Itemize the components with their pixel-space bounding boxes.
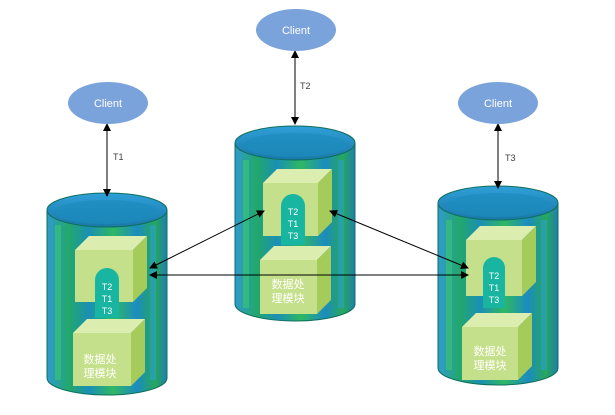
queue-cube-left: T2 T1 T3 bbox=[75, 236, 147, 318]
client-link-label-middle: T2 bbox=[300, 81, 311, 91]
client-label: Client bbox=[94, 98, 122, 110]
queue-item: T2 bbox=[288, 207, 299, 217]
queue-capsule-right bbox=[483, 257, 505, 308]
client-label: Client bbox=[282, 25, 310, 37]
client-label: Client bbox=[484, 98, 512, 110]
module-label-line: 理模块 bbox=[272, 292, 305, 305]
queue-item: T1 bbox=[288, 219, 299, 229]
queue-item: T1 bbox=[489, 283, 500, 293]
client-node-middle[interactable]: Client bbox=[256, 9, 336, 51]
client-link-label-right: T3 bbox=[505, 153, 516, 163]
sync-arrow-middle-right bbox=[329, 209, 469, 270]
queue-item: T1 bbox=[102, 294, 113, 304]
client-link-label-left: T1 bbox=[113, 152, 124, 162]
client-node-left[interactable]: Client bbox=[68, 82, 148, 124]
sync-arrow-left-middle bbox=[149, 210, 265, 269]
queue-capsule-left bbox=[95, 268, 119, 318]
module-label-line: 理模块 bbox=[84, 367, 117, 380]
processing-module-right: 数据处 理模块 bbox=[462, 313, 532, 380]
module-label-line: 数据处 bbox=[272, 277, 305, 291]
queue-item: T2 bbox=[489, 271, 500, 281]
processing-module-left: 数据处 理模块 bbox=[73, 319, 145, 386]
queue-cube-right: T2 T1 T3 bbox=[466, 226, 536, 308]
module-label-line: 理模块 bbox=[474, 359, 507, 372]
queue-item: T2 bbox=[102, 282, 113, 292]
queue-cube-middle: T2 T1 T3 bbox=[263, 169, 332, 245]
processing-module-middle: 数据处 理模块 bbox=[260, 246, 331, 314]
queue-item: T3 bbox=[489, 295, 500, 305]
client-node-right[interactable]: Client bbox=[458, 82, 538, 124]
module-label-line: 数据处 bbox=[84, 352, 117, 366]
module-label-line: 数据处 bbox=[474, 344, 507, 358]
queue-item: T3 bbox=[102, 306, 113, 316]
queue-capsule-middle bbox=[281, 194, 305, 245]
queue-item: T3 bbox=[288, 231, 299, 241]
